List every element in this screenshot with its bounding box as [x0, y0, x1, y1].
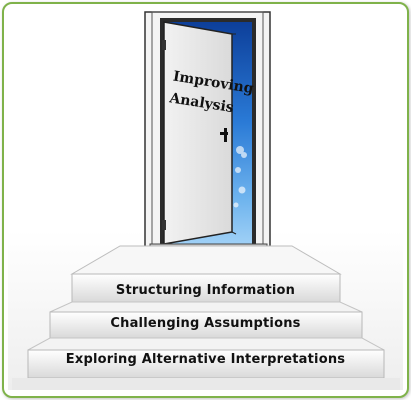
stair-step-2	[49, 311, 363, 339]
door-handle-icon	[220, 128, 228, 142]
step-label-exploring: Exploring Alternative Interpretations	[65, 352, 346, 367]
stair-step-1	[71, 273, 341, 303]
door-title: Improving Analysis	[168, 66, 254, 119]
stair-step-3	[27, 349, 385, 379]
step-label-structuring: Structuring Information	[115, 283, 296, 298]
clouds	[233, 146, 247, 208]
landing	[70, 245, 342, 275]
step-label-challenging: Challenging Assumptions	[110, 316, 301, 331]
